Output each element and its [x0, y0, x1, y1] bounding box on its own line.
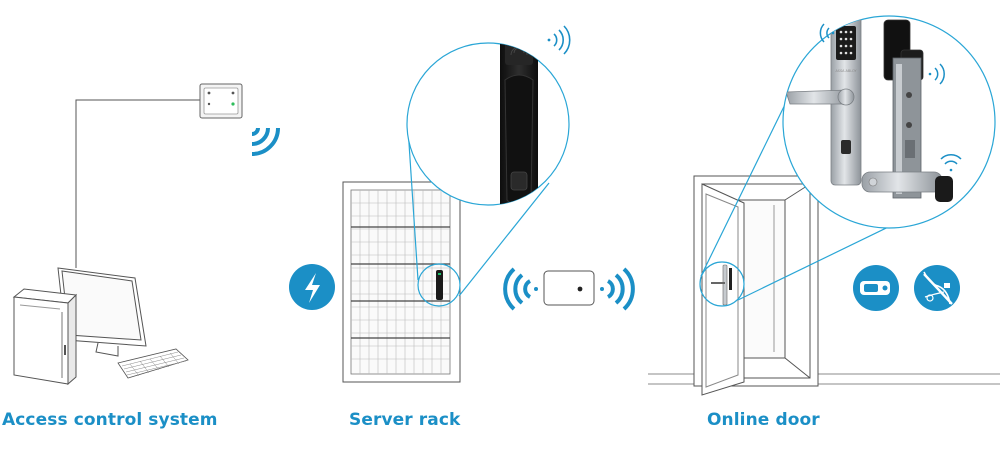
server-rack [342, 181, 461, 383]
wall-reader [199, 83, 243, 119]
access-control-system [12, 83, 280, 386]
door-lock-small [711, 264, 732, 306]
rack-handle-zoom: ASSA ABLOY [500, 39, 538, 205]
door-lock-zoom: ASSA ABLOY [785, 16, 953, 202]
lightning-icon [289, 264, 335, 310]
computer-tower [12, 288, 78, 386]
wifi-waves-icon [251, 127, 280, 156]
caption-online-door: Online door [707, 410, 820, 430]
wifi-waves-icon [547, 25, 571, 55]
caption-access-control-system: Access control system [2, 410, 218, 430]
rack-grille [351, 190, 450, 374]
network-cable [75, 99, 200, 268]
credential-card [543, 270, 595, 306]
server-rack-section: ASSA ABLOY [289, 25, 635, 383]
no-cable-icon [914, 265, 960, 311]
caption-server-rack: Server rack [349, 410, 461, 430]
keyboard [117, 348, 189, 379]
brand-label: ASSA ABLOY [835, 69, 857, 73]
wifi-waves-icon [819, 23, 962, 172]
wifi-waves-icon [503, 267, 635, 311]
online-door-section: ASSA ABLOY [648, 15, 1000, 396]
brand-label: ASSA ABLOY [508, 39, 530, 43]
battery-icon [853, 265, 899, 311]
